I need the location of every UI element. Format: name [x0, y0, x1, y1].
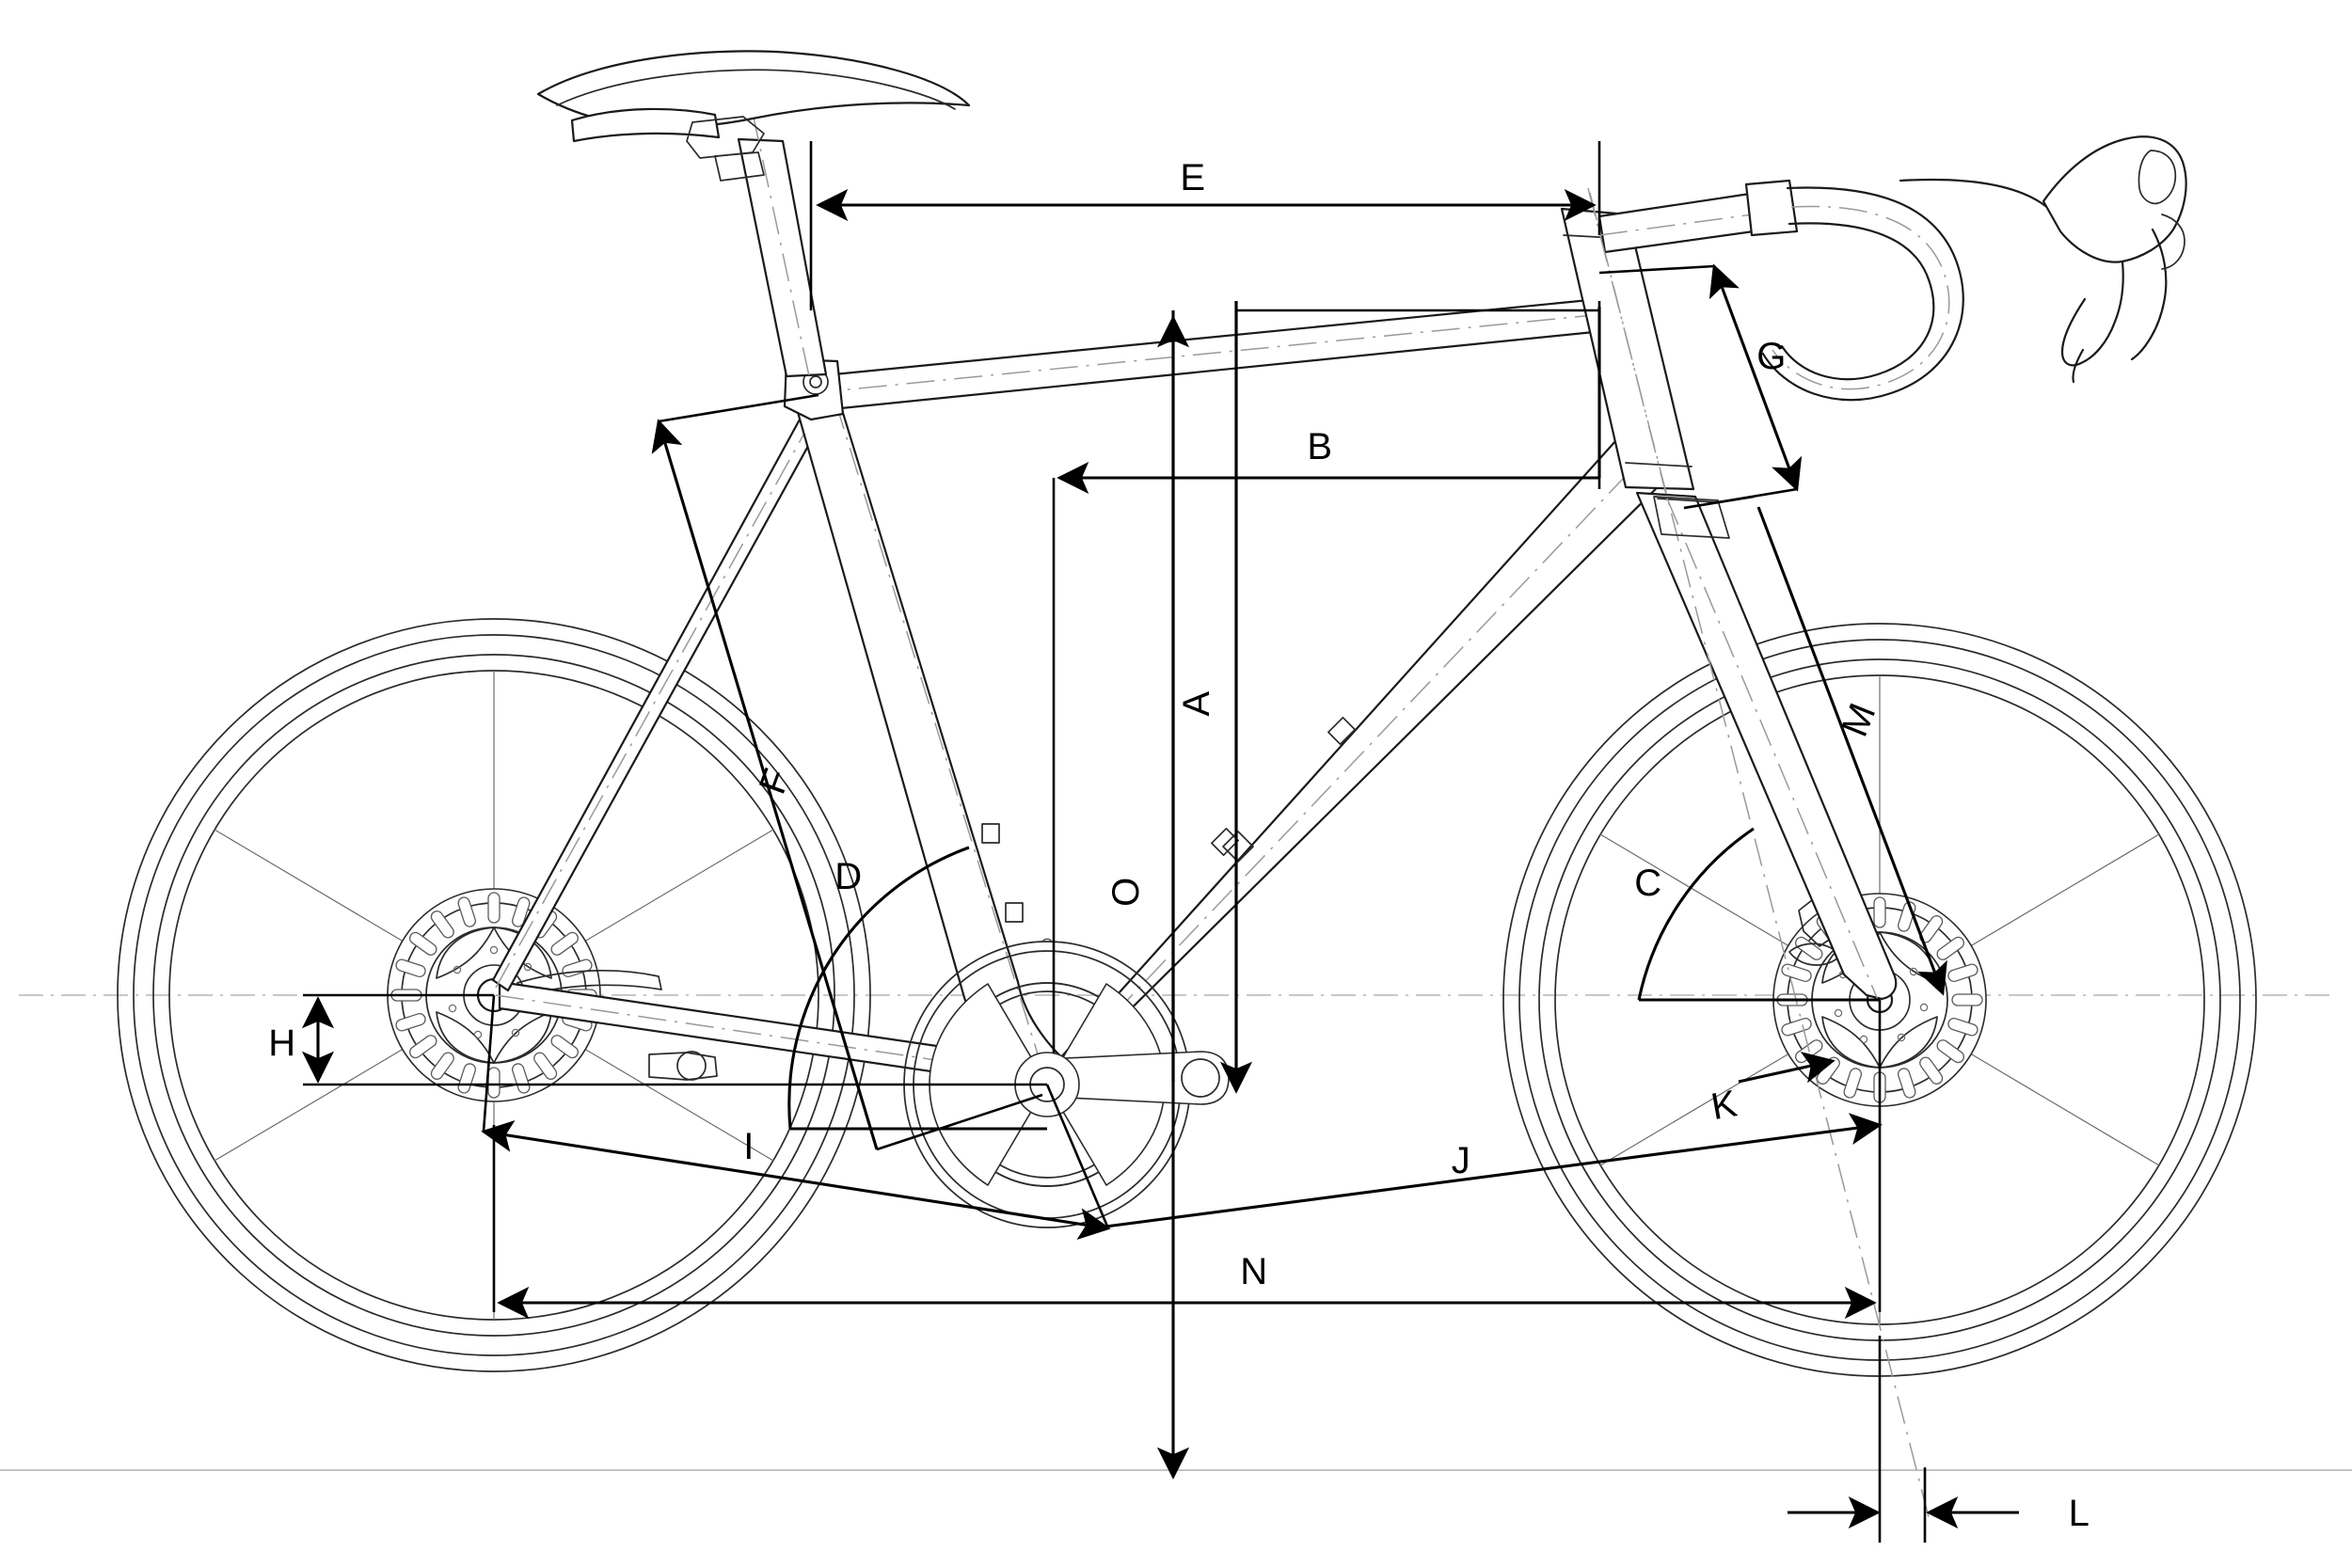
dimension-N: N [492, 1125, 1882, 1320]
dimension-label-H: H [268, 1022, 295, 1064]
frame-top-tube [810, 295, 1624, 412]
dimension-E: E [809, 141, 1601, 310]
chainstay-centerline [495, 994, 1045, 1077]
dimension-I: I [481, 994, 1111, 1241]
stem-and-handlebar [1597, 135, 2187, 402]
dimension-label-J: J [1452, 1140, 1471, 1181]
dimension-J: J [1090, 1000, 1883, 1230]
dimension-label-M: M [1834, 697, 1883, 742]
dimension-label-K: K [1708, 1083, 1740, 1128]
frame-seat-tube [785, 309, 1074, 1099]
dimension-label-N: N [1240, 1251, 1267, 1292]
dimension-label-I: I [743, 1126, 755, 1167]
down-tube-centerline [1046, 441, 1659, 1085]
dimension-label-O: O [1105, 877, 1147, 907]
saddle [536, 50, 971, 182]
fork-centerline [1666, 498, 1879, 1001]
chainring-teeth [1041, 938, 1053, 942]
seatpost-centerline [752, 112, 810, 377]
dimension-label-B: B [1307, 426, 1332, 467]
dimension-H: H [268, 993, 1047, 1086]
dimension-label-C: C [1634, 863, 1661, 904]
dimension-label-A: A [1176, 690, 1217, 716]
dimension-label-D: D [834, 856, 862, 897]
dimension-label-L: L [2069, 1493, 2090, 1534]
front-fork [1587, 187, 1930, 1518]
front-rotor-slots [1776, 896, 1983, 1103]
dimension-L: L [1788, 1336, 2090, 1543]
dimension-label-E: E [1180, 157, 1205, 198]
crankset [903, 938, 1230, 1228]
dimension-B: B [1052, 301, 1601, 1053]
seatpost-and-saddle [536, 50, 971, 378]
seatstay-centerline [495, 404, 821, 989]
steering-axis-line [1587, 187, 1930, 1518]
stem-centerline [1598, 212, 1768, 236]
dimension-G: G [1598, 263, 1803, 510]
dimension-C: C [1634, 827, 1880, 1002]
brake-hood-lever [2042, 135, 2187, 384]
dimension-label-G: G [1756, 336, 1787, 377]
top-tube-centerline [810, 311, 1623, 394]
seat-tube-centerline [806, 309, 1048, 1085]
